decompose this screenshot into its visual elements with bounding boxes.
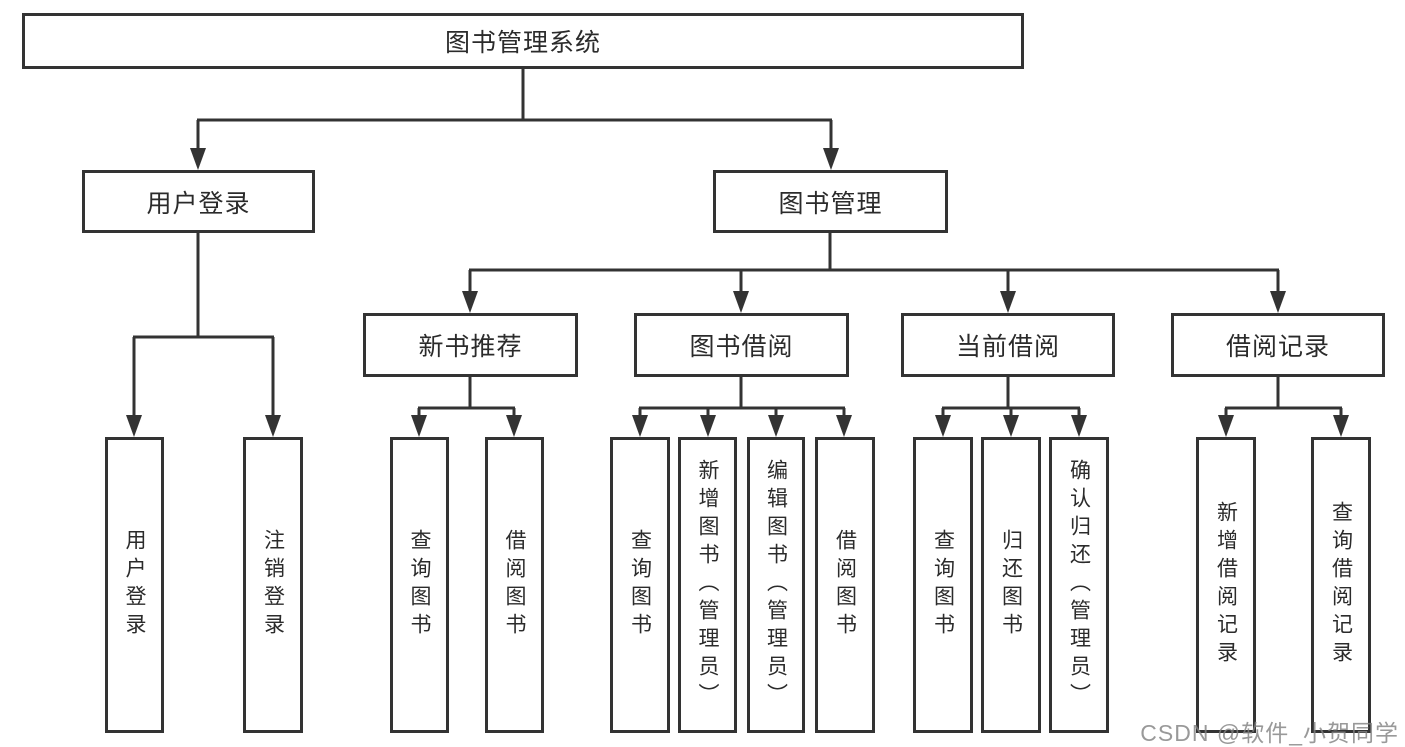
leaf-query-books: 查询图书 [390, 437, 449, 733]
node-borrowing-records: 借阅记录 [1171, 313, 1385, 377]
node-label: 借阅记录 [1225, 333, 1330, 361]
leaf-borrow-books: 借阅图书 [485, 437, 544, 733]
node-library-management-system: 图书管理系统 [22, 13, 1024, 69]
csdn-watermark: CSDN @软件_小贺同学 [1140, 720, 1399, 746]
leaf-query-books: 查询图书 [913, 437, 973, 733]
node-label: 借阅图书 [503, 529, 526, 641]
node-label: 查询借阅记录 [1329, 501, 1353, 669]
arrowheads [126, 148, 1349, 437]
node-label: 当前借阅 [955, 333, 1060, 361]
leaf-edit-books-admin: 编辑图书（管理员） [747, 437, 805, 733]
node-label: 图书管理 [778, 189, 883, 218]
leaf-logout: 注销登录 [243, 437, 303, 733]
leaf-return-books: 归还图书 [981, 437, 1041, 733]
leaf-query-borrow-record: 查询借阅记录 [1311, 437, 1371, 733]
node-current-borrowing: 当前借阅 [901, 313, 1115, 377]
leaf-query-books: 查询图书 [610, 437, 670, 733]
node-label: 查询图书 [931, 529, 955, 641]
leaf-add-books-admin: 新增图书（管理员） [678, 437, 737, 733]
leaf-user-login: 用户登录 [105, 437, 164, 733]
node-label: 查询图书 [408, 529, 431, 641]
node-new-book-recommend: 新书推荐 [363, 313, 578, 377]
node-label: 新增借阅记录 [1214, 501, 1238, 669]
node-label: 编辑图书（管理员） [764, 459, 788, 711]
node-label: 用户登录 [146, 189, 251, 218]
node-label: 借阅图书 [833, 529, 857, 641]
node-label: 注销登录 [261, 529, 285, 641]
node-label: 归还图书 [999, 529, 1023, 641]
leaf-confirm-return-admin: 确认归还（管理员） [1049, 437, 1109, 733]
node-label: 图书借阅 [689, 333, 794, 361]
node-book-borrowing: 图书借阅 [634, 313, 849, 377]
node-label: 查询图书 [628, 529, 652, 641]
node-user-login: 用户登录 [82, 170, 315, 233]
node-book-management: 图书管理 [713, 170, 948, 233]
node-label: 新书推荐 [418, 333, 523, 361]
node-label: 确认归还（管理员） [1067, 459, 1091, 711]
node-label: 用户登录 [123, 529, 146, 641]
leaf-borrow-books: 借阅图书 [815, 437, 875, 733]
leaf-add-borrow-record: 新增借阅记录 [1196, 437, 1256, 733]
node-label: 新增图书（管理员） [696, 459, 719, 711]
node-label: 图书管理系统 [444, 29, 601, 57]
